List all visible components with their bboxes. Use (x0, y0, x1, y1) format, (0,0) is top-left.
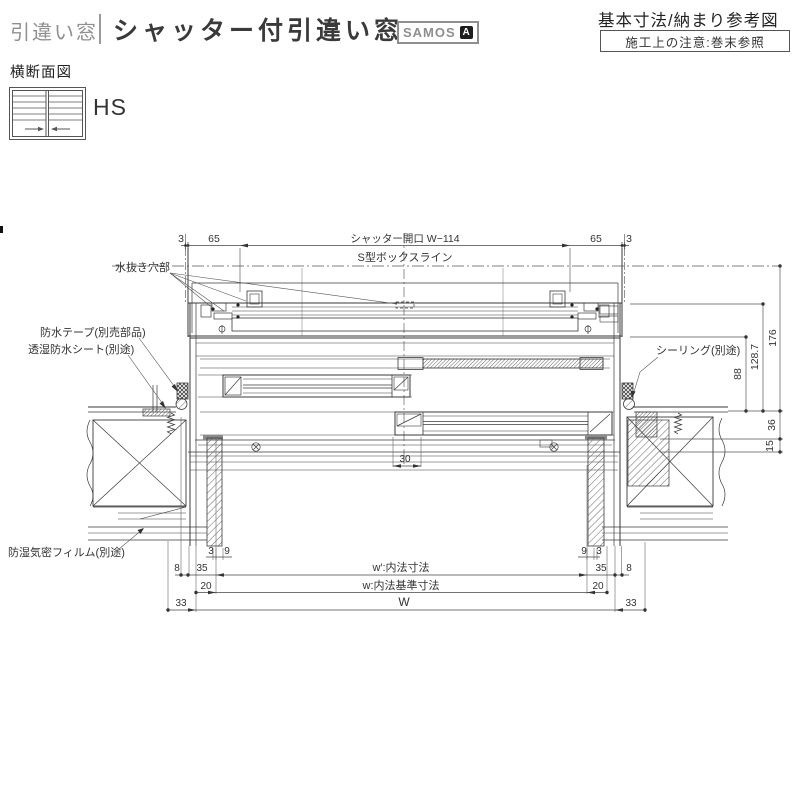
drain-hole-label: 水抜き穴部 (115, 260, 170, 274)
dim-65-left: 65 (208, 233, 220, 245)
shutter-box (187, 248, 623, 337)
top-dimension-row (181, 242, 629, 249)
waterproof-sheet-strip (142, 408, 171, 417)
bottom-dimension-extensions (167, 417, 646, 612)
dim-128-7: 128.7 (749, 344, 761, 370)
shutter-right-mechanism (577, 302, 610, 320)
dim-9-br: 9 (581, 546, 587, 557)
bottom-dimension-lines (166, 464, 647, 612)
interior-sill (188, 439, 620, 471)
vapor-film-label: 防湿気密フィルム(別途) (8, 545, 125, 559)
waterproof-tape-label: 防水テープ(別売部品) (40, 325, 146, 339)
drain-hole-marks (211, 303, 599, 319)
slide-left-arrow-icon (51, 126, 57, 132)
window-frame (189, 303, 621, 546)
right-dimension-labels: 88 128.7 176 36 15 (732, 329, 779, 452)
insect-screen (200, 357, 610, 370)
dim-3-left: 3 (178, 233, 184, 245)
window-type-code: HS (93, 94, 127, 120)
dim-176: 176 (767, 329, 779, 347)
break-line (718, 417, 726, 507)
samos-brand-badge: SAMOS A (397, 21, 479, 44)
dim-35-right: 35 (595, 563, 607, 574)
interior-trim (587, 437, 605, 547)
screw-symbol (673, 412, 683, 435)
s-box-line: S型ボックスライン (112, 250, 782, 268)
total-width-label: W (398, 595, 410, 609)
dim-15: 15 (764, 440, 776, 452)
inner-width-label: w′:内法寸法 (371, 560, 429, 574)
brand-name: SAMOS (403, 25, 456, 40)
cross-section-drawing: 3 65 シャッター開口 W−114 65 3 S型ボックスライン (8, 233, 783, 612)
print-registration-mark (0, 226, 3, 233)
dim-20-right: 20 (592, 581, 604, 592)
base-width-label: w:内法基準寸法 (362, 578, 440, 592)
page-title: シャッター付引違い窓 (113, 17, 404, 45)
dim-33-right: 33 (625, 598, 637, 609)
brand-mark-icon: A (459, 26, 473, 39)
sill-screws (251, 442, 559, 452)
left-wall (86, 382, 223, 547)
dim-20-left: 20 (200, 581, 212, 592)
dim-8-left: 8 (174, 563, 180, 574)
s-box-line-label: S型ボックスライン (357, 250, 452, 264)
sealing-backer (175, 398, 188, 410)
exterior-sash (198, 374, 412, 398)
waterproof-sheet-label: 透湿防水シート(別途) (28, 342, 134, 356)
bottom-dimension-labels: 30 3 9 9 3 8 35 35 8 20 20 33 33 (174, 454, 637, 609)
furring-block (627, 419, 670, 487)
dim-3-right: 3 (626, 233, 632, 245)
dim-88: 88 (732, 368, 744, 380)
waterproof-tape-section (176, 382, 189, 400)
dim-8-right: 8 (626, 563, 632, 574)
wall-post (92, 419, 187, 507)
anchor-bolts (218, 325, 592, 334)
slide-right-arrow-icon (38, 126, 44, 132)
dim-3-br: 3 (596, 546, 602, 557)
reference-title: 基本寸法/納まり参考図 (598, 12, 779, 30)
dim-shutter-opening: シャッター開口 W−114 (350, 233, 459, 245)
construction-note: 施工上の注意:巻末参照 (600, 30, 790, 52)
screw-symbol (166, 412, 176, 435)
right-wall (585, 382, 728, 547)
window-category-label: 引違い窓 (10, 22, 98, 44)
dim-35-left: 35 (196, 563, 208, 574)
hs-window-icon (9, 87, 86, 140)
sealing-label: シーリング(別途) (656, 343, 740, 357)
dim-3-bl: 3 (208, 546, 214, 557)
dim-33-left: 33 (175, 598, 187, 609)
break-line (86, 419, 94, 507)
dim-36: 36 (766, 419, 778, 431)
dim-65-right: 65 (590, 233, 602, 245)
right-dimensions (630, 266, 783, 454)
width-labels: w′:内法寸法 w:内法基準寸法 W (362, 560, 440, 609)
dim-30: 30 (399, 454, 411, 465)
header-divider (99, 14, 101, 44)
callouts: 水抜き穴部 防水テープ(別売部品) 透湿防水シート(別途) シーリング(別途) … (8, 260, 740, 559)
wall-post (626, 416, 714, 507)
interior-trim (206, 437, 223, 547)
dim-9-bl: 9 (224, 546, 230, 557)
drain-hole-dashed (395, 301, 415, 309)
shutter-left-mechanism (200, 302, 233, 320)
section-view-label: 横断面図 (10, 65, 72, 81)
sealing-backer (623, 398, 635, 410)
top-dimension-labels: 3 65 シャッター開口 W−114 65 3 (178, 233, 632, 245)
interior-sash (200, 411, 614, 448)
